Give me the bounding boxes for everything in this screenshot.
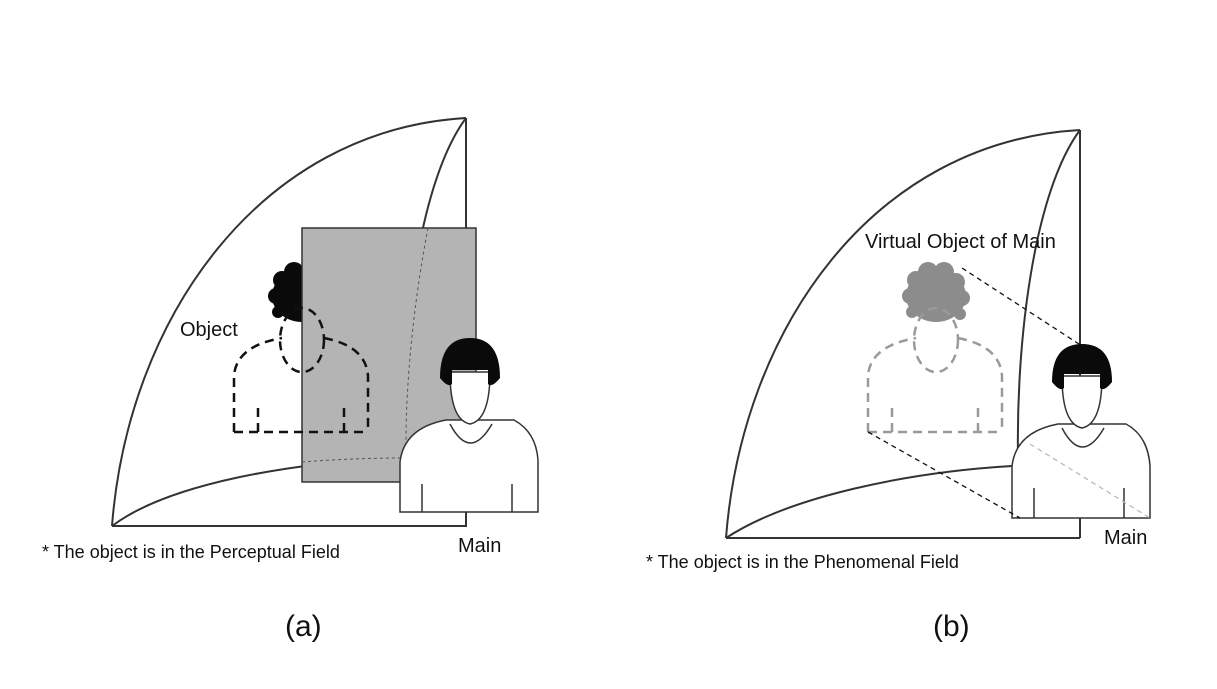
main-figure-b xyxy=(1011,344,1151,519)
main-face-a xyxy=(449,371,491,425)
projection-lines-b xyxy=(867,267,1083,519)
field-base-a xyxy=(112,516,467,527)
virtual-hair-b xyxy=(902,262,970,322)
virtual-object-label-b: Virtual Object of Main xyxy=(865,231,1056,253)
virtual-object-figure-b xyxy=(866,262,1004,434)
field-inner-arc-b xyxy=(1016,129,1081,459)
field-outer-arc-a xyxy=(111,117,467,527)
main-label-a: Main xyxy=(458,535,501,557)
projection-bottom-line xyxy=(867,431,1021,519)
main-face-b xyxy=(1061,375,1103,429)
panel-b: Virtual Object of Main Main * The object… xyxy=(646,129,1151,643)
field-note-b: * The object is in the Phenomenal Field xyxy=(646,552,959,572)
field-note-a: * The object is in the Perceptual Field xyxy=(42,542,340,562)
object-label-a: Object xyxy=(180,319,238,341)
main-body-a xyxy=(399,419,539,513)
virtual-dashed-body-b xyxy=(866,306,1004,434)
virtual-dashed-face-b xyxy=(912,306,960,374)
panel-caption-b: (b) xyxy=(933,610,970,643)
object-dashed-body-a xyxy=(232,306,370,434)
main-label-b: Main xyxy=(1104,527,1147,549)
panel-a: Object Main * The object is in the Perce… xyxy=(42,117,539,643)
field-outer-arc-b xyxy=(725,129,1081,539)
main-figure-a xyxy=(399,338,539,513)
projection-top-line xyxy=(961,267,1083,347)
object-dashed-face-a xyxy=(278,306,326,374)
main-hair-b xyxy=(1052,344,1112,390)
main-hair-a xyxy=(440,338,500,386)
main-body-b xyxy=(1011,423,1151,519)
projection-shadow-line xyxy=(1029,443,1151,519)
field-quarter-sphere-b xyxy=(725,129,1081,539)
panel-caption-a: (a) xyxy=(285,610,322,643)
field-floor-curve-b xyxy=(725,465,1013,539)
